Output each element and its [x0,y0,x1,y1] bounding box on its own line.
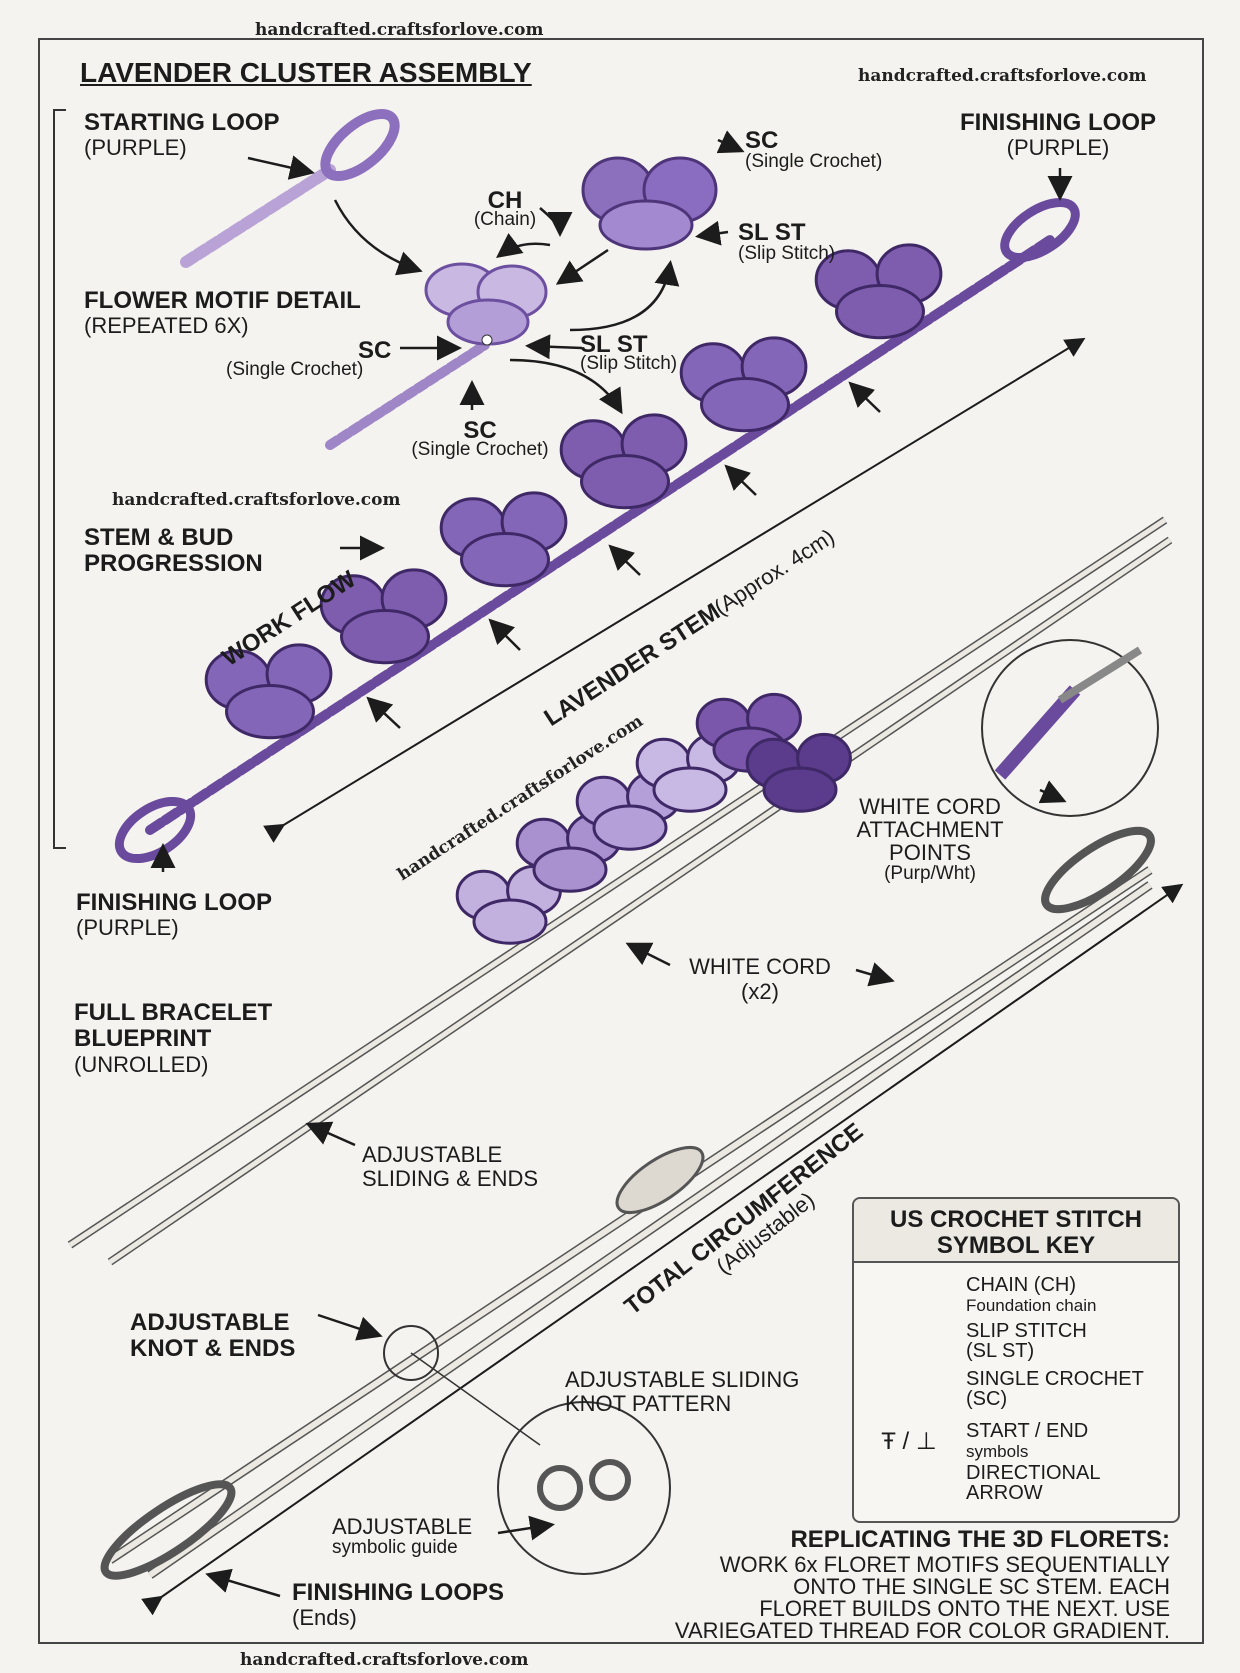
attachment-zoom-circle [982,640,1158,816]
finishing-loops-title: FINISHING LOOPS [292,1580,504,1605]
watermark-mid: handcrafted.craftsforlove.com [112,492,401,510]
flower-motif-title: FLOWER MOTIF DETAIL [84,288,361,313]
finishing-loop-left-sub: (PURPLE) [76,916,179,939]
replicating-l4: VARIEGATED THREAD FOR COLOR GRADIENT. [640,1619,1170,1642]
t-symbol-icon [874,1369,944,1409]
slst-label-top: SL ST [738,220,806,245]
starting-loop-title: STARTING LOOP [84,110,280,135]
arrow-symbol-icon [874,1463,944,1503]
white-attach-l1: WHITE CORD [830,795,1030,818]
full-blueprint-l1: FULL BRACELET [74,1000,272,1025]
key-row-slip-stitch: SLIP STITCH(SL ST) [854,1321,1178,1365]
detail-flower [583,158,716,249]
replicating-title: REPLICATING THE 3D FLORETS: [700,1527,1170,1552]
full-blueprint-l3: (UNROLLED) [74,1053,208,1076]
page-title: LAVENDER CLUSTER ASSEMBLY [80,58,532,87]
sliding-knot-zoom-circle [498,1402,670,1574]
key-startend-l2: symbols [966,1442,1028,1461]
section-bracket [54,110,66,848]
replicating-l2: ONTO THE SINGLE SC STEM. EACH [640,1575,1170,1598]
sc-sub-bottom: (Single Crochet) [390,440,570,460]
flower-motif-sub: (REPEATED 6X) [84,314,249,337]
stem-section-line1: STEM & BUD [84,525,233,550]
slst-sub-mid: (Slip Stitch) [580,354,677,374]
starting-loop-sub: (PURPLE) [84,136,187,159]
sc-sub-top: (Single Crochet) [745,152,882,172]
stitch-symbol-key: US CROCHET STITCH SYMBOL KEY CHAIN (CH)F… [852,1197,1180,1523]
start-end-symbol-icon: Ŧ / ⊥ [874,1421,944,1461]
slst-sub-top: (Slip Stitch) [738,244,835,264]
adj-symbolic-l2: symbolic guide [332,1538,458,1558]
dot-symbol-icon [874,1321,944,1361]
adj-knot-l2: KNOT & ENDS [130,1336,295,1361]
adj-knot-l1: ADJUSTABLE [130,1310,290,1335]
adj-sliding-knot-l2: KNOT PATTERN [565,1392,731,1415]
key-slst-l2: (SL ST) [966,1340,1034,1362]
adj-sliding-l2: SLIDING & ENDS [362,1167,538,1190]
white-cord-l2: (x2) [670,980,850,1003]
key-slst-l1: SLIP STITCH [966,1320,1087,1342]
key-sc-l1: SINGLE CROCHET [966,1368,1144,1390]
key-sc-l2: (SC) [966,1388,1007,1410]
key-title-l2: SYMBOL KEY [854,1233,1178,1258]
white-attach-l3: POINTS [830,841,1030,864]
replicating-l3: FLORET BUILDS ONTO THE NEXT. USE [640,1597,1170,1620]
white-cord-l1: WHITE CORD [670,955,850,978]
finishing-loop-top-sub: (PURPLE) [940,136,1176,159]
adj-symbolic-l1: ADJUSTABLE [332,1515,472,1538]
watermark-top: handcrafted.craftsforlove.com [255,22,544,40]
finishing-loops-sub: (Ends) [292,1606,357,1629]
key-startend-l1: START / END [966,1420,1088,1442]
full-blueprint-l2: BLUEPRINT [74,1026,211,1051]
ch-sub: (Chain) [440,210,570,230]
key-title-l1: US CROCHET STITCH [854,1207,1178,1232]
watermark-header: handcrafted.craftsforlove.com [858,68,1147,86]
sc-label-top: SC [745,128,778,153]
key-arrow-l1: DIRECTIONAL [966,1462,1100,1484]
finishing-loop-top-title: FINISHING LOOP [940,110,1176,135]
key-arrow-l2: ARROW [966,1482,1043,1504]
stem-section-line2: PROGRESSION [84,551,263,576]
adj-sliding-knot-l1: ADJUSTABLE SLIDING [565,1368,799,1391]
white-attach-l4: (Purp/Wht) [830,864,1030,884]
key-header: US CROCHET STITCH SYMBOL KEY [854,1199,1178,1263]
chain-symbol-icon [874,1275,944,1315]
adj-sliding-l1: ADJUSTABLE [362,1143,502,1166]
replicating-l1: WORK 6x FLORET MOTIFS SEQUENTIALLY [640,1553,1170,1576]
bracelet-florets [457,694,850,943]
key-row-single-crochet: SINGLE CROCHET(SC) [854,1369,1178,1413]
finishing-loop-left-title: FINISHING LOOP [76,890,272,915]
key-row-chain: CHAIN (CH)Foundation chain [854,1275,1178,1319]
white-attach-l2: ATTACHMENT [830,818,1030,841]
sc-sub-left: (Single Crochet) [226,360,363,380]
watermark-bottom: handcrafted.craftsforlove.com [240,1652,529,1670]
key-chain-l2: Foundation chain [966,1296,1096,1315]
key-chain-l1: CHAIN (CH) [966,1274,1076,1296]
